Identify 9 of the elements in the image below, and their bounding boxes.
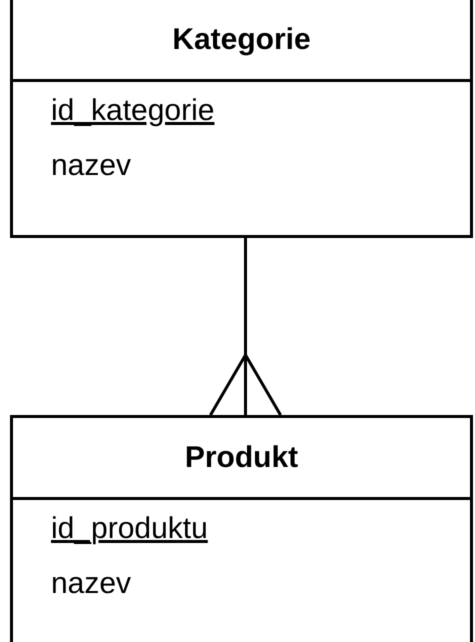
entity-name: Produkt [184, 440, 298, 474]
attribute-name: nazev [51, 567, 132, 601]
entity-box [10, 415, 473, 642]
relationship-line [209, 238, 282, 416]
attribute-name: nazev [51, 149, 132, 183]
primary-key-attribute: id_produktu [51, 512, 208, 546]
entity-box [10, 0, 473, 238]
primary-key-attribute: id_kategorie [51, 94, 214, 128]
entity-name: Kategorie [172, 22, 311, 56]
